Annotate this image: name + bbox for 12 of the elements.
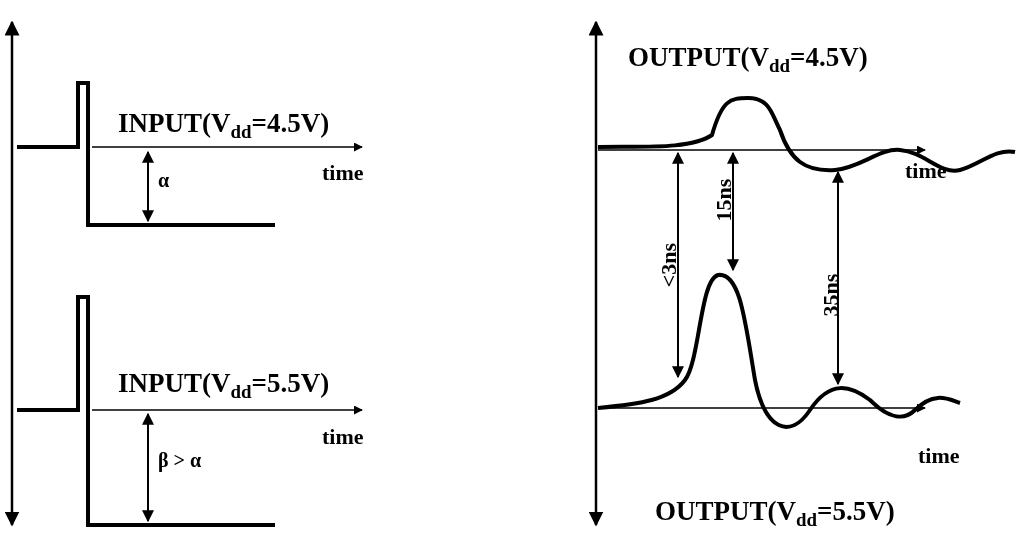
axis-label: time <box>322 426 364 448</box>
signal-label: INPUT(V$_{dd}$=5.5V) <box>118 370 330 403</box>
dimension-label: 15ns <box>712 178 735 222</box>
signal-label: OUTPUT(V$_{dd}$=4.5V) <box>628 44 868 77</box>
dimension-label: β > α <box>158 450 202 470</box>
signal-label: INPUT(V$_{dd}$=4.5V) <box>118 110 330 143</box>
axis-label: time <box>918 445 960 467</box>
signal-label: OUTPUT(V$_{dd}$=5.5V) <box>655 498 895 531</box>
dimension-label: α <box>158 170 170 190</box>
dimension-label: <3ns <box>658 242 681 288</box>
axis-label: time <box>905 160 947 182</box>
axis-label: time <box>322 162 364 184</box>
